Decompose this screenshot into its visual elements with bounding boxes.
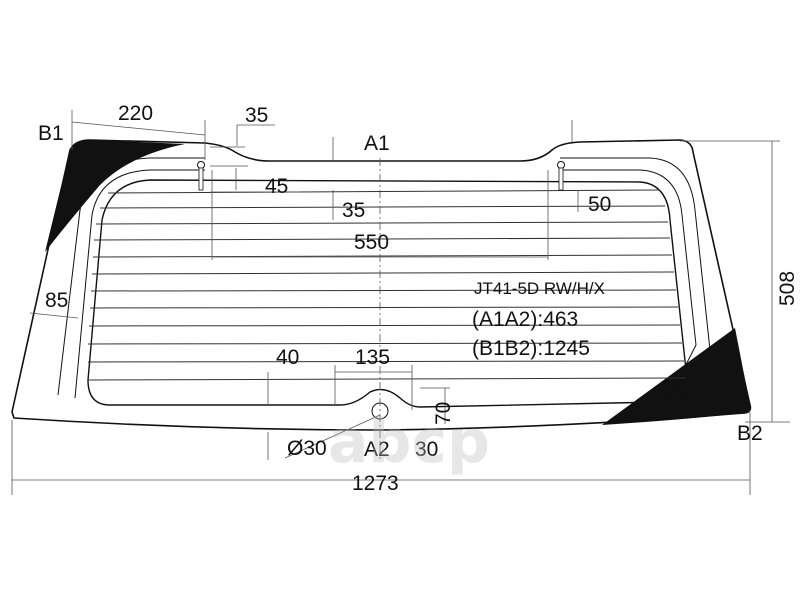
part-code: JT41-5D RW/H/X [474,279,605,298]
label-a2: A2 [364,438,390,461]
glass-outline [11,139,752,431]
b1b2-measure: (B1B2):1245 [472,337,590,360]
watermark-logo: abcp [328,407,490,477]
bracket-left [197,161,205,191]
dim-grid-top-offset: 35 [342,199,365,222]
dim-right-bracket: 50 [588,193,611,216]
dim-bracket-height: 45 [265,175,288,198]
dim-bracket-span: 550 [354,231,389,254]
dim-corner-width: 220 [118,102,153,125]
dim-hole-offset: 30 [415,438,438,461]
frame-band-outer [57,157,711,401]
dim-side-band: 85 [45,289,68,312]
dim-notch-width: 135 [355,346,390,369]
bracket-right [557,161,565,191]
dim-bottom-offset: 40 [276,346,299,369]
ceramic-corner-top-left [45,140,185,252]
dim-notch-height: 70 [432,402,455,425]
ceramic-corner-bottom-right [602,328,751,425]
dimension-lines [11,110,790,495]
heating-grid-lines [87,189,687,381]
dim-top-offset: 35 [245,104,268,127]
label-b2: B2 [737,422,763,445]
dim-total-height: 508 [776,271,799,306]
dim-total-width: 1273 [352,472,399,495]
a1a2-measure: (A1A2):463 [472,308,578,331]
label-b1: B1 [38,122,64,145]
heating-area-outline [87,179,687,408]
dim-hole-diameter: Ø30 [287,437,327,460]
label-a1: A1 [364,132,390,155]
frame-band-inner [74,169,697,401]
